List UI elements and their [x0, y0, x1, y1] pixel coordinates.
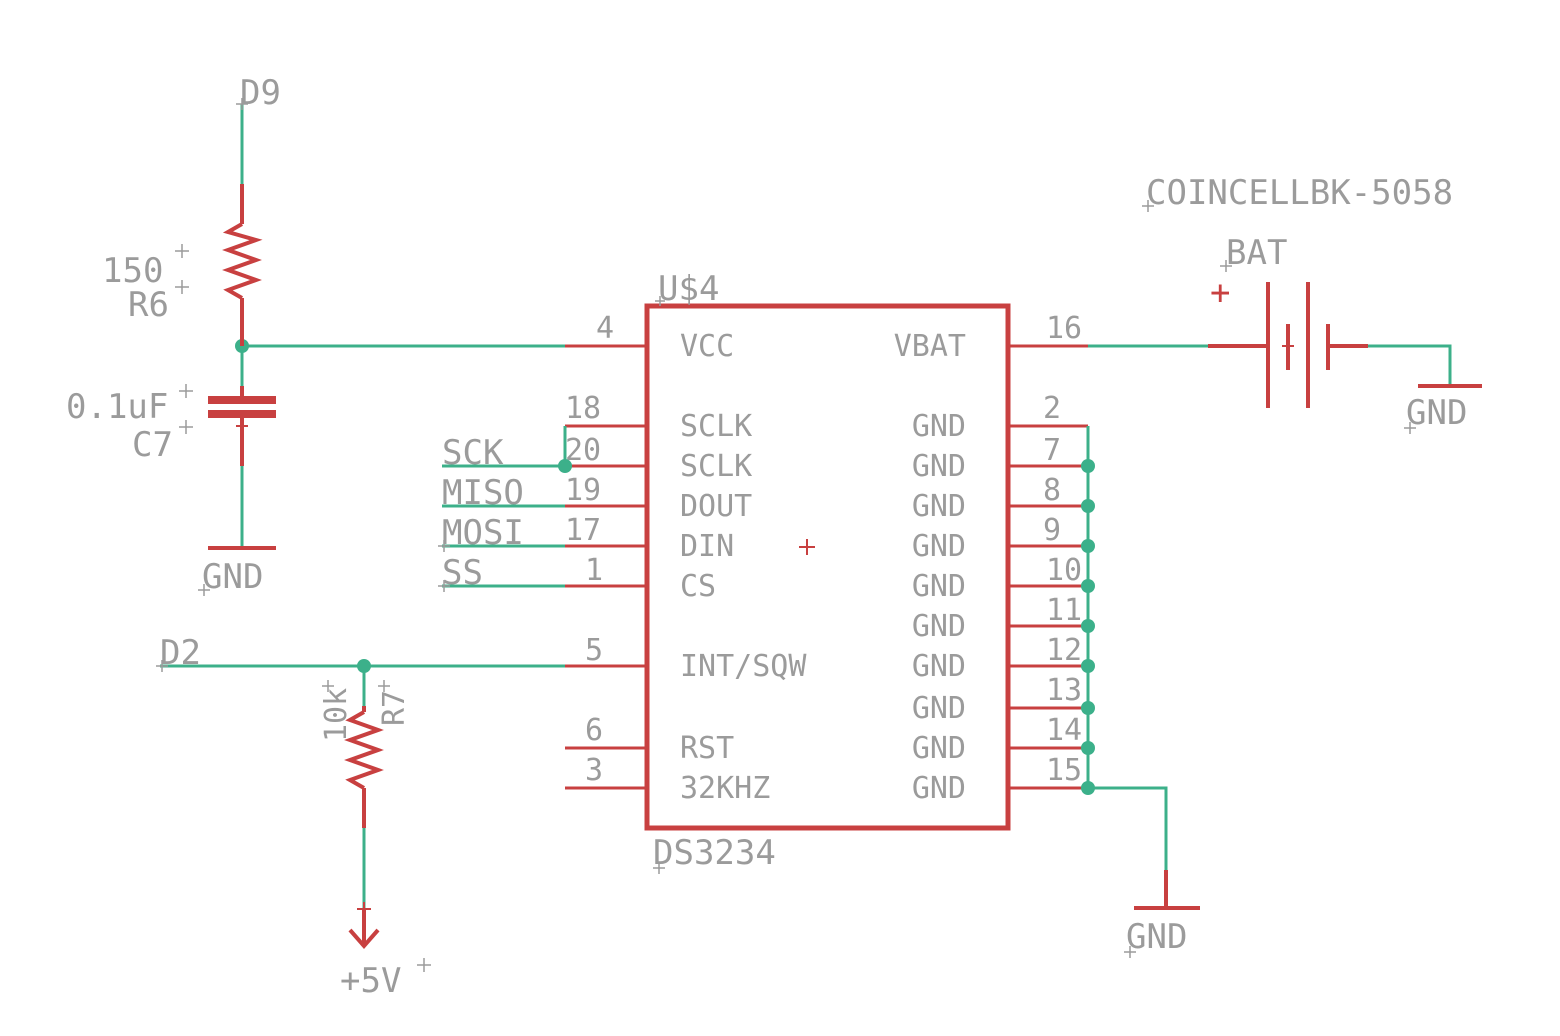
net-d9: D9	[236, 73, 281, 113]
gnd-symbol-battery: GND	[1404, 384, 1482, 434]
resistor-r7[interactable]: 10k R7	[319, 680, 412, 828]
r6-value: 150	[102, 251, 163, 291]
net-d2: D2	[156, 633, 201, 673]
pin-label-dout: DOUT	[680, 489, 752, 524]
pin-label-gnd-12: GND	[912, 649, 966, 684]
pin-label-rst: RST	[680, 731, 734, 766]
c7-name: C7	[132, 425, 173, 465]
ic-left-pin-numbers: 4 18 20 19 17 1 5 6 3	[565, 311, 614, 788]
pin-label-gnd-7: GND	[912, 449, 966, 484]
net-label-sck: SCK	[442, 433, 504, 473]
capacitor-c7[interactable]: 0.1uF C7	[66, 384, 276, 466]
net-label-d2: D2	[160, 633, 201, 673]
pin-label-vbat: VBAT	[894, 329, 966, 364]
pin-label-32khz: 32KHZ	[680, 771, 770, 806]
pin-number-18: 18	[565, 391, 601, 426]
pin-label-gnd-8: GND	[912, 489, 966, 524]
pin-number-8: 8	[1043, 473, 1061, 508]
gnd-symbol-c7: GND	[198, 546, 276, 597]
ic-left-pin-stubs	[565, 344, 647, 790]
r7-name: R7	[377, 690, 412, 726]
pin-label-sclk-20: SCLK	[680, 449, 752, 484]
gnd-label-c7: GND	[202, 557, 263, 597]
pin-number-12: 12	[1046, 633, 1082, 668]
pin-label-gnd-15: GND	[912, 771, 966, 806]
ic-right-pin-stubs	[1008, 344, 1088, 790]
pin-number-3: 3	[585, 753, 603, 788]
gnd-label-battery: GND	[1406, 393, 1467, 433]
ic-body[interactable]	[644, 303, 1011, 831]
pin-number-11: 11	[1046, 593, 1082, 628]
pin-number-13: 13	[1046, 673, 1082, 708]
supply-5v: +5V	[340, 902, 431, 1001]
pin-number-14: 14	[1046, 713, 1082, 748]
pin-number-16: 16	[1046, 311, 1082, 346]
pin-label-int-sqw: INT/SQW	[680, 649, 807, 684]
pin-label-gnd-11: GND	[912, 609, 966, 644]
pin-label-gnd-10: GND	[912, 569, 966, 604]
pin-label-sclk-18: SCLK	[680, 409, 752, 444]
pin-number-7: 7	[1043, 433, 1061, 468]
pin-label-din: DIN	[680, 529, 734, 564]
ic-left-pin-labels: VCC SCLK SCLK DOUT DIN CS INT/SQW RST 32…	[680, 329, 807, 806]
pin-label-gnd-13: GND	[912, 691, 966, 726]
pin-label-gnd-9: GND	[912, 529, 966, 564]
gnd-label-ic: GND	[1126, 917, 1187, 957]
net-label-ss: SS	[442, 553, 483, 593]
pin-number-19: 19	[565, 473, 601, 508]
ic-name-label: U$4	[658, 269, 719, 309]
pin-number-9: 9	[1043, 513, 1061, 548]
ic-right-pin-labels: VBAT GND GND GND GND GND GND GND GND GND…	[894, 329, 966, 806]
c7-value: 0.1uF	[66, 387, 168, 427]
gnd-symbol-ic: GND	[1124, 870, 1200, 958]
ic-right-pin-numbers: 16 2 7 8 9 10 11 12 13 14 15	[1043, 311, 1082, 788]
pin-label-gnd-2: GND	[912, 409, 966, 444]
pin-label-cs: CS	[680, 569, 716, 604]
net-label-mosi: MOSI	[442, 513, 524, 553]
spi-net-labels: SCK MISO MOSI SS	[438, 433, 524, 593]
pin-number-15: 15	[1046, 753, 1082, 788]
pin-label-vcc: VCC	[680, 329, 734, 364]
battery-bat[interactable]: + BAT COINCELLBK-5058	[1142, 173, 1453, 408]
r7-value: 10k	[319, 688, 354, 742]
ic-ds3234[interactable]: U$4 DS3234	[644, 269, 1011, 874]
pin-number-4: 4	[596, 311, 614, 346]
ic-value-label: DS3234	[653, 833, 776, 873]
resistor-r6[interactable]: 150 R6	[102, 184, 263, 346]
pin-label-gnd-14: GND	[912, 731, 966, 766]
pin-number-17: 17	[565, 513, 601, 548]
net-label-miso: MISO	[442, 473, 524, 513]
r6-name: R6	[128, 285, 169, 325]
pin-number-6: 6	[585, 713, 603, 748]
battery-name: BAT	[1226, 233, 1287, 273]
pin-number-1: 1	[585, 553, 603, 588]
pin-number-20: 20	[565, 433, 601, 468]
pin-number-5: 5	[585, 633, 603, 668]
battery-polarity: +	[1210, 273, 1230, 313]
wires	[160, 104, 1452, 908]
pin-number-2: 2	[1043, 391, 1061, 426]
battery-part-label: COINCELLBK-5058	[1146, 173, 1453, 213]
net-label-d9: D9	[240, 73, 281, 113]
supply-label-5v: +5V	[340, 961, 401, 1001]
pin-number-10: 10	[1046, 553, 1082, 588]
